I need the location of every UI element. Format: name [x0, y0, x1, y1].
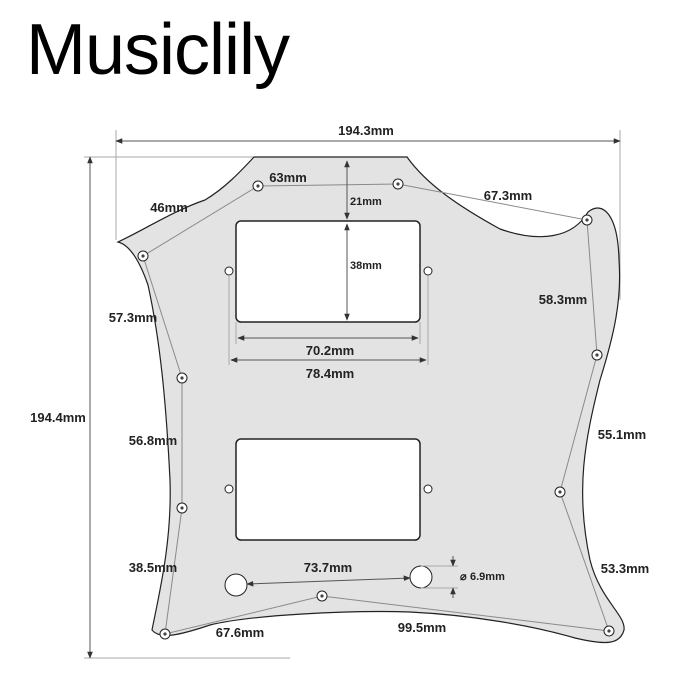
- upper-left-diag-label: 46mm: [150, 200, 188, 215]
- bridge-pickup-screw-right: [423, 484, 433, 494]
- right-middle-label: 55.1mm: [598, 427, 646, 442]
- right-lower-label: 53.3mm: [601, 561, 649, 576]
- control-spacing-label: 73.7mm: [304, 560, 352, 575]
- neck-to-pickup-label: 21mm: [350, 196, 382, 208]
- control-hole-right: [409, 565, 433, 589]
- mounting-screw-holes: [137, 178, 615, 640]
- top-spacing-label: 63mm: [269, 170, 307, 185]
- cavity-width-label: 70.2mm: [306, 343, 354, 358]
- brand-logo: Musiclily: [26, 10, 290, 90]
- diameter-label: 6.9mm: [470, 571, 505, 583]
- neck-pickup-cavity: [235, 220, 421, 323]
- mounting-hole-path: [142, 183, 610, 635]
- upper-right-diag-label: 67.3mm: [484, 188, 532, 203]
- control-hole-left: [224, 573, 248, 597]
- neck-pickup-screw-left: [224, 266, 234, 276]
- overall-height-label: 194.4mm: [30, 410, 86, 425]
- control-spacing-line: [246, 575, 411, 587]
- left-lower-label: 38.5mm: [129, 560, 177, 575]
- screw-spacing-label: 78.4mm: [306, 366, 354, 381]
- right-upper-label: 58.3mm: [539, 292, 587, 307]
- bridge-pickup-screw-left: [224, 484, 234, 494]
- bridge-pickup-cavity: [235, 438, 421, 541]
- bottom-right-label: 99.5mm: [398, 620, 446, 635]
- left-middle-label: 56.8mm: [129, 433, 177, 448]
- left-upper-label: 57.3mm: [109, 310, 157, 325]
- neck-pickup-screw-right: [423, 266, 433, 276]
- diameter-symbol: ⌀: [460, 571, 467, 583]
- cavity-height-label: 38mm: [350, 260, 382, 272]
- bottom-left-label: 67.6mm: [216, 625, 264, 640]
- overall-width-label: 194.3mm: [338, 123, 394, 138]
